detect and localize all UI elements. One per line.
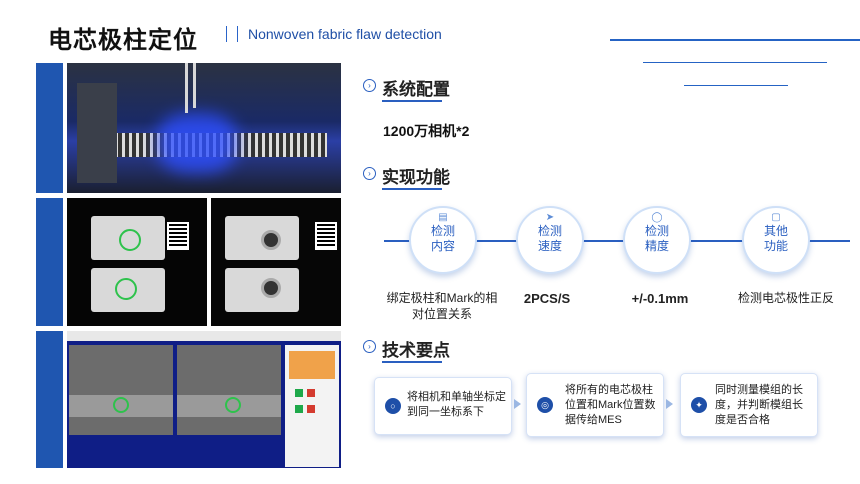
section-title-functions: 实现功能 xyxy=(382,168,450,187)
section-title-config: 系统配置 xyxy=(382,80,450,99)
ok-indicator-1 xyxy=(295,389,303,397)
arrow-right-icon xyxy=(666,399,673,409)
ok-indicator-2 xyxy=(295,405,303,413)
keypoint-card-3: ✦ 同时测量模组的长度，并判断模组长度是否合格 xyxy=(680,373,818,437)
section-underline-config xyxy=(382,100,442,102)
chevron-right-icon: › xyxy=(363,340,376,353)
compass-icon: ✦ xyxy=(691,397,707,413)
feature-circle-other: ▢ 其他 功能 xyxy=(742,206,810,274)
feature-desc-content: 绑定极柱和Mark的相对位置关系 xyxy=(386,291,498,321)
blue-light xyxy=(157,113,237,173)
header-line-2 xyxy=(643,62,827,63)
cable-1 xyxy=(185,63,188,113)
keypoint-text-3: 同时测量模组的长度，并判断模组长度是否合格 xyxy=(715,384,803,426)
arrow-right-icon xyxy=(514,399,521,409)
result-table xyxy=(289,351,335,379)
title-divider xyxy=(226,26,238,42)
side-bar-2 xyxy=(36,198,63,326)
header-line-1 xyxy=(610,39,860,41)
section-underline-keypoints xyxy=(382,361,442,363)
keypoint-text-2: 将所有的电芯极柱位置和Mark位置数据传给MES xyxy=(565,384,656,426)
camera-config: 1200万相机*2 xyxy=(383,123,470,139)
result-panel xyxy=(285,345,339,467)
terminal-hole-1 xyxy=(261,230,281,250)
chevron-right-icon: › xyxy=(363,167,376,180)
feature-label-speed: 检测 速度 xyxy=(537,224,562,253)
feature-label-other: 其他 功能 xyxy=(763,224,788,253)
side-bar-3 xyxy=(36,331,63,468)
circle-icon: ○ xyxy=(385,398,401,414)
side-bar-1 xyxy=(36,63,63,193)
qr-code-2 xyxy=(315,222,337,250)
feature-desc-speed: 2PCS/S xyxy=(523,291,571,306)
ruler-icon: ◯ xyxy=(651,212,663,223)
detect-ring-2 xyxy=(115,278,137,300)
feature-label-precision: 检测 精度 xyxy=(644,224,669,253)
page-subtitle: Nonwoven fabric flaw detection xyxy=(248,26,442,42)
header-line-3 xyxy=(684,85,788,86)
qr-code-1 xyxy=(167,222,189,250)
machine-frame xyxy=(77,83,117,183)
section-title-keypoints: 技术要点 xyxy=(382,341,450,360)
camera-view-2 xyxy=(177,345,281,435)
feature-circle-precision: ◯ 检测 精度 xyxy=(623,206,691,274)
camera-view-1-ring xyxy=(113,397,129,413)
inspection-photo-left xyxy=(67,198,207,326)
detect-ring-1 xyxy=(119,229,141,251)
feature-circle-speed: ➤ 检测 速度 xyxy=(516,206,584,274)
camera-view-1 xyxy=(69,345,173,435)
feature-circle-content: ▤ 检测 内容 xyxy=(409,206,477,274)
target-icon: ◎ xyxy=(537,397,553,413)
cube-icon: ▢ xyxy=(771,212,781,223)
section-underline-functions xyxy=(382,188,442,190)
camera-view-2-ring xyxy=(225,397,241,413)
window-menubar xyxy=(67,331,341,341)
ng-indicator-1 xyxy=(307,389,315,397)
inspection-photo-right xyxy=(211,198,341,326)
feature-desc-precision: +/-0.1mm xyxy=(631,291,689,306)
rocket-icon: ➤ xyxy=(545,212,555,223)
feature-desc-other: 检测电芯极性正反 xyxy=(738,291,835,305)
machine-photo xyxy=(67,63,341,193)
terminal-hole-2 xyxy=(261,278,281,298)
feature-label-content: 检测 内容 xyxy=(430,224,455,253)
software-screenshot xyxy=(67,331,341,468)
keypoint-card-2: ◎ 将所有的电芯极柱位置和Mark位置数据传给MES xyxy=(526,373,664,437)
page-title: 电芯极柱定位 xyxy=(48,27,198,54)
feature-connector-line xyxy=(384,240,850,242)
keypoint-text-1: 将相机和单轴坐标定到同一坐标系下 xyxy=(407,391,506,418)
chevron-right-icon: › xyxy=(363,79,376,92)
keypoint-card-1: ○ 将相机和单轴坐标定到同一坐标系下 xyxy=(374,377,512,435)
ng-indicator-2 xyxy=(307,405,315,413)
cable-2 xyxy=(193,63,196,108)
document-icon: ▤ xyxy=(438,212,448,223)
